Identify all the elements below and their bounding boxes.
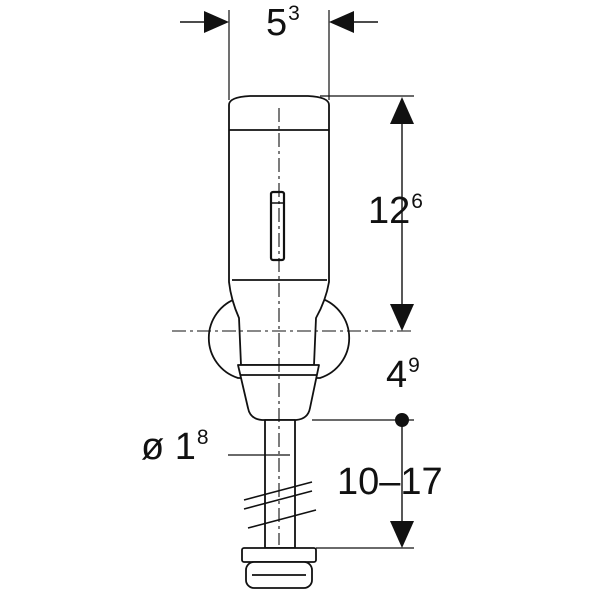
width-fraction: 3 (288, 2, 300, 25)
dot-outlet (395, 413, 409, 427)
break-mark-3 (247, 509, 317, 529)
arrow-height-up (390, 97, 414, 124)
range-value: 10–17 (337, 461, 443, 503)
height-dimension-label: 126 (368, 190, 423, 232)
height-value: 12 (368, 190, 411, 232)
break-mark-1 (243, 481, 313, 501)
diameter-fraction: 8 (196, 426, 209, 449)
depth-dimension-label: 49 (386, 354, 420, 396)
arrow-width-left (204, 11, 229, 33)
depth-value: 4 (386, 354, 408, 396)
height-fraction: 6 (411, 190, 423, 213)
break-mark-2 (243, 490, 313, 510)
diameter-symbol: ø (141, 426, 165, 468)
arrow-range-down (390, 521, 414, 548)
depth-fraction: 9 (408, 354, 420, 377)
diameter-dimension-label: ø 18 (141, 426, 209, 468)
connector-top (241, 547, 317, 563)
width-dimension-label: 53 (266, 2, 300, 44)
flush-pipe (264, 419, 296, 549)
arrow-height-down (390, 304, 414, 331)
diameter-value: 1 (174, 426, 196, 468)
width-value: 5 (266, 2, 288, 44)
arrow-width-right (329, 11, 354, 33)
button-slot (269, 190, 286, 262)
range-dimension-label: 10–17 (337, 463, 443, 501)
